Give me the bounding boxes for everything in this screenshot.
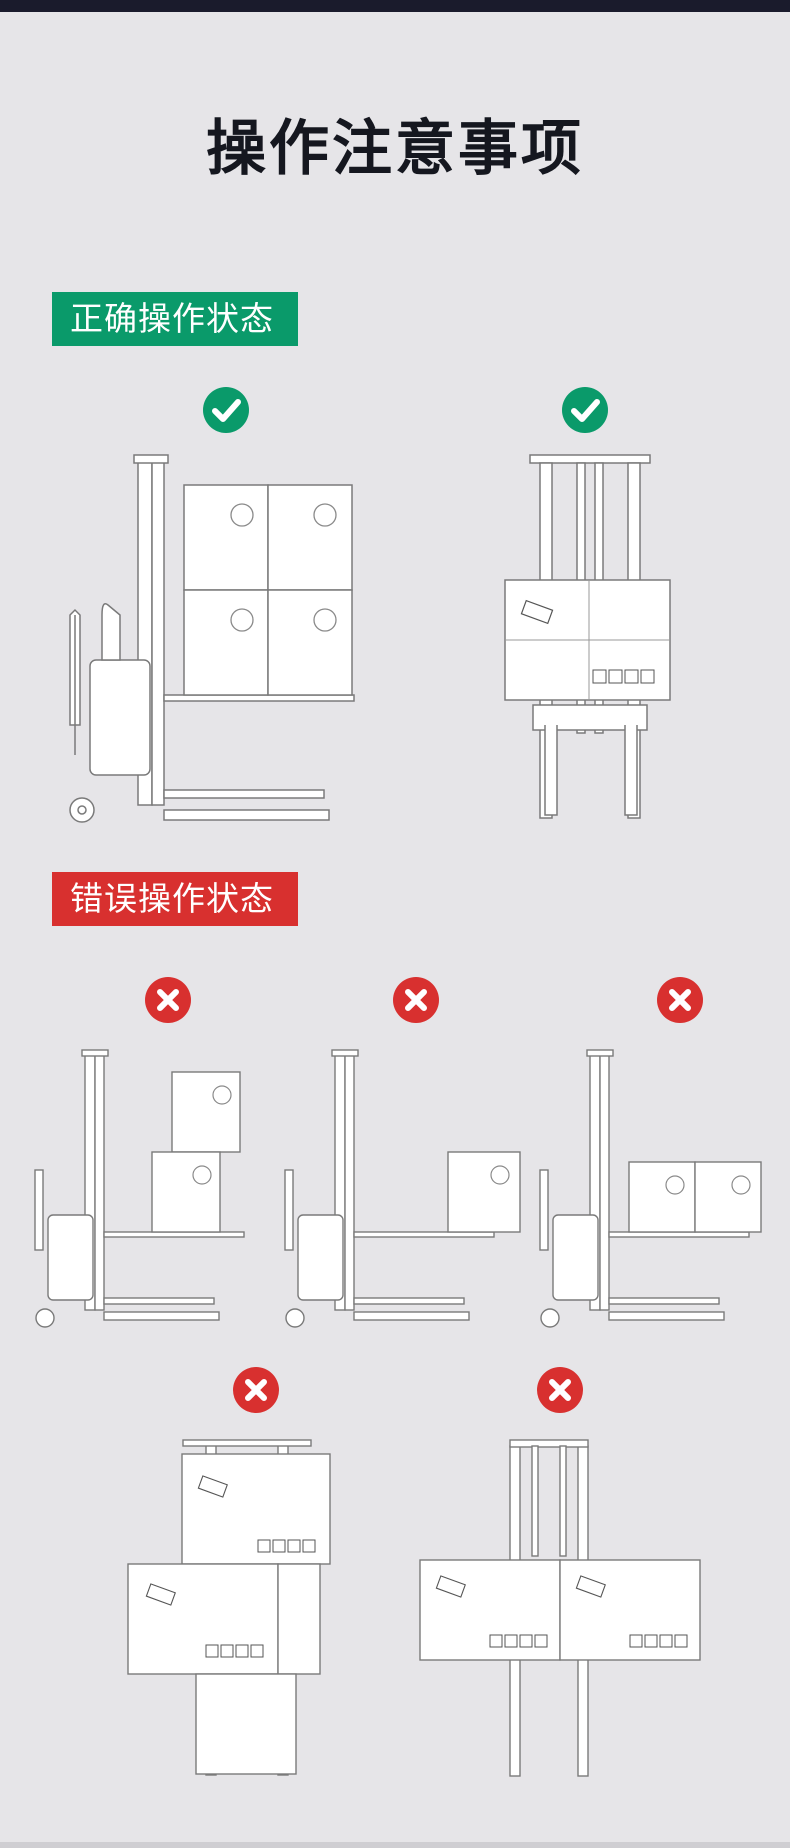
cross-icon (145, 977, 191, 1023)
correct-front-view-illustration (504, 454, 675, 825)
check-icon (203, 387, 249, 433)
recycle-icon (230, 503, 337, 632)
wrong-oversized-load-illustration (535, 1049, 765, 1335)
wrong-overhanging-stack-illustration (127, 1439, 338, 1780)
page-title: 操作注意事项 (206, 114, 584, 184)
cross-icon (233, 1367, 279, 1413)
check-icon (562, 387, 608, 433)
cross-icon (393, 977, 439, 1023)
correct-side-view-illustration (60, 454, 370, 825)
cross-icon (537, 1367, 583, 1413)
recycle-icon (490, 1165, 510, 1185)
recycle-icon (665, 1175, 751, 1195)
wrong-box-at-fork-tip-illustration (280, 1049, 530, 1335)
correct-operation-label: 正确操作状态 (52, 292, 298, 346)
wrong-boxes-too-high-illustration (30, 1049, 260, 1335)
cross-icon (657, 977, 703, 1023)
barcode-icon (145, 1475, 228, 1606)
wrong-wide-load-illustration (419, 1439, 701, 1780)
wrong-operation-label: 错误操作状态 (52, 872, 298, 926)
barcode-icon (435, 1575, 606, 1598)
top-bar (0, 0, 790, 12)
recycle-icon (192, 1085, 232, 1185)
bottom-bar (0, 1842, 790, 1848)
barcode-icon (520, 599, 554, 625)
